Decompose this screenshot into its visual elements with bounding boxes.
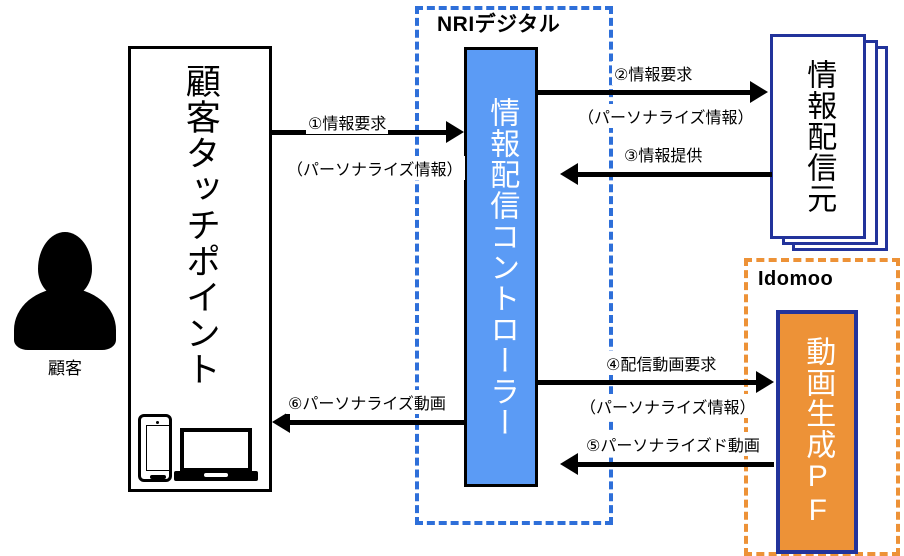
box-information-distribution-controller: 情報配信コントローラー	[464, 47, 538, 487]
flow3-arrow-line	[578, 172, 772, 177]
flow3-arrow-head	[560, 163, 578, 185]
customer-label: 顧客	[48, 359, 82, 378]
smartphone-screen	[146, 425, 170, 471]
zone-nri-digital-label: NRIデジタル	[437, 13, 561, 36]
flow6-primary-label: ⑥パーソナライズ動画	[286, 390, 448, 414]
box-information-source: 情報配信元	[770, 34, 866, 239]
flow1-primary-label: ①情報要求	[306, 110, 389, 134]
flow2-arrow-head	[750, 81, 768, 103]
flow1-secondary-label: （パーソナライズ情報）	[285, 156, 465, 180]
zone-idomoo-label: Idomoo	[758, 268, 834, 290]
box-video-generation-platform: 動画生成PF	[776, 310, 858, 554]
flow3-primary-label: ③情報提供	[622, 142, 705, 166]
smartphone-camera-dot	[156, 421, 159, 424]
box-information-source-label: 情報配信元	[802, 59, 836, 214]
box-customer-touchpoint-label: 顧客タッチポイント	[180, 63, 220, 387]
customer-actor: 顧客	[12, 232, 118, 378]
flow4-secondary-label: （パーソナライズ情報）	[578, 394, 758, 418]
smartphone-icon	[138, 414, 172, 482]
flow1-arrow-head	[446, 121, 464, 143]
flow5-arrow-head	[560, 453, 578, 475]
flow5-primary-label: ⑤パーソナライズド動画	[584, 432, 762, 456]
flow5-arrow-line	[578, 462, 774, 467]
flow4-arrow-head	[756, 371, 774, 393]
smartphone-home-bar	[150, 475, 166, 479]
person-silhouette-icon	[38, 232, 92, 298]
flow2-primary-label: ②情報要求	[612, 61, 695, 85]
laptop-icon	[180, 428, 252, 472]
zone-nri-digital	[415, 6, 613, 525]
touchpoint-device-icons	[136, 412, 264, 484]
flow6-arrow-head	[272, 411, 290, 433]
box-controller-label: 情報配信コントローラー	[485, 96, 519, 438]
flow2-arrow-line	[538, 90, 750, 95]
flow6-arrow-line	[290, 420, 466, 425]
person-body-shape	[14, 288, 116, 350]
flow2-secondary-label: （パーソナライズ情報）	[576, 104, 756, 128]
box-video-generation-platform-label: 動画生成PF	[801, 336, 835, 528]
flow4-arrow-line	[538, 380, 756, 385]
flow4-primary-label: ④配信動画要求	[604, 351, 719, 375]
laptop-trackpad-notch	[204, 473, 228, 477]
